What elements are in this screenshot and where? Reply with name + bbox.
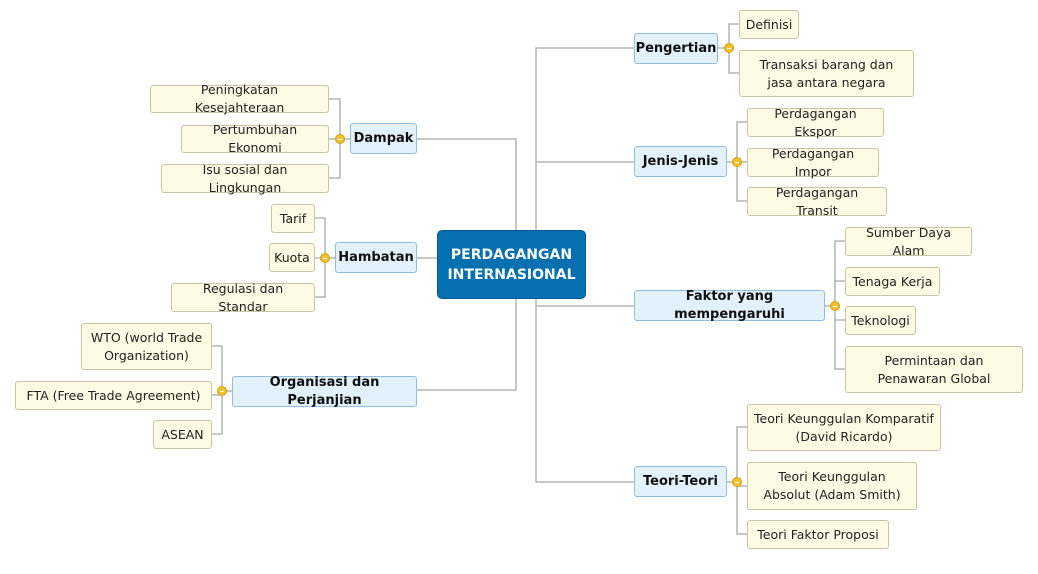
central-topic[interactable]: PERDAGANGAN INTERNASIONAL: [437, 230, 586, 299]
topic-dampak[interactable]: Dampak: [350, 123, 417, 154]
topic-pengertian[interactable]: Pengertian: [634, 33, 718, 64]
collapse-icon[interactable]: [732, 477, 742, 487]
subtopic[interactable]: Teori Faktor Proposi: [747, 520, 889, 549]
collapse-icon[interactable]: [830, 301, 840, 311]
subtopic[interactable]: ASEAN: [153, 420, 212, 449]
subtopic[interactable]: Teori Keunggulan Komparatif (David Ricar…: [747, 404, 941, 451]
subtopic[interactable]: Perdagangan Impor: [747, 146, 879, 179]
subtopic[interactable]: Perdagangan Ekspor: [747, 106, 884, 139]
subtopic[interactable]: Transaksi barang dan jasa antara negara: [739, 50, 914, 97]
subtopic[interactable]: WTO (world Trade Organization): [81, 323, 212, 370]
subtopic[interactable]: Tarif: [271, 204, 315, 233]
collapse-icon[interactable]: [724, 43, 734, 53]
topic-hambatan[interactable]: Hambatan: [335, 242, 417, 273]
collapse-icon[interactable]: [732, 157, 742, 167]
subtopic[interactable]: Kuota: [269, 243, 315, 272]
collapse-icon[interactable]: [335, 134, 345, 144]
subtopic[interactable]: Perdagangan Transit: [747, 185, 887, 218]
subtopic[interactable]: Teori Keunggulan Absolut (Adam Smith): [747, 462, 917, 510]
subtopic[interactable]: Peningkatan Kesejahteraan: [150, 82, 329, 115]
collapse-icon[interactable]: [320, 253, 330, 263]
topic-jenis-jenis[interactable]: Jenis-Jenis: [634, 146, 727, 177]
collapse-icon[interactable]: [217, 386, 227, 396]
topic-faktor[interactable]: Faktor yang mempengaruhi: [634, 289, 825, 322]
subtopic[interactable]: Tenaga Kerja: [845, 267, 940, 296]
subtopic[interactable]: FTA (Free Trade Agreement): [15, 381, 212, 410]
subtopic[interactable]: Definisi: [739, 10, 799, 39]
subtopic[interactable]: Pertumbuhan Ekonomi: [181, 122, 329, 155]
subtopic[interactable]: Permintaan dan Penawaran Global: [845, 346, 1023, 393]
subtopic[interactable]: Regulasi dan Standar: [171, 281, 315, 314]
subtopic[interactable]: Sumber Daya Alam: [845, 225, 972, 258]
topic-organisasi[interactable]: Organisasi dan Perjanjian: [232, 375, 417, 408]
subtopic[interactable]: Isu sosial dan Lingkungan: [161, 162, 329, 195]
subtopic[interactable]: Teknologi: [845, 306, 916, 335]
topic-teori[interactable]: Teori-Teori: [634, 466, 727, 497]
